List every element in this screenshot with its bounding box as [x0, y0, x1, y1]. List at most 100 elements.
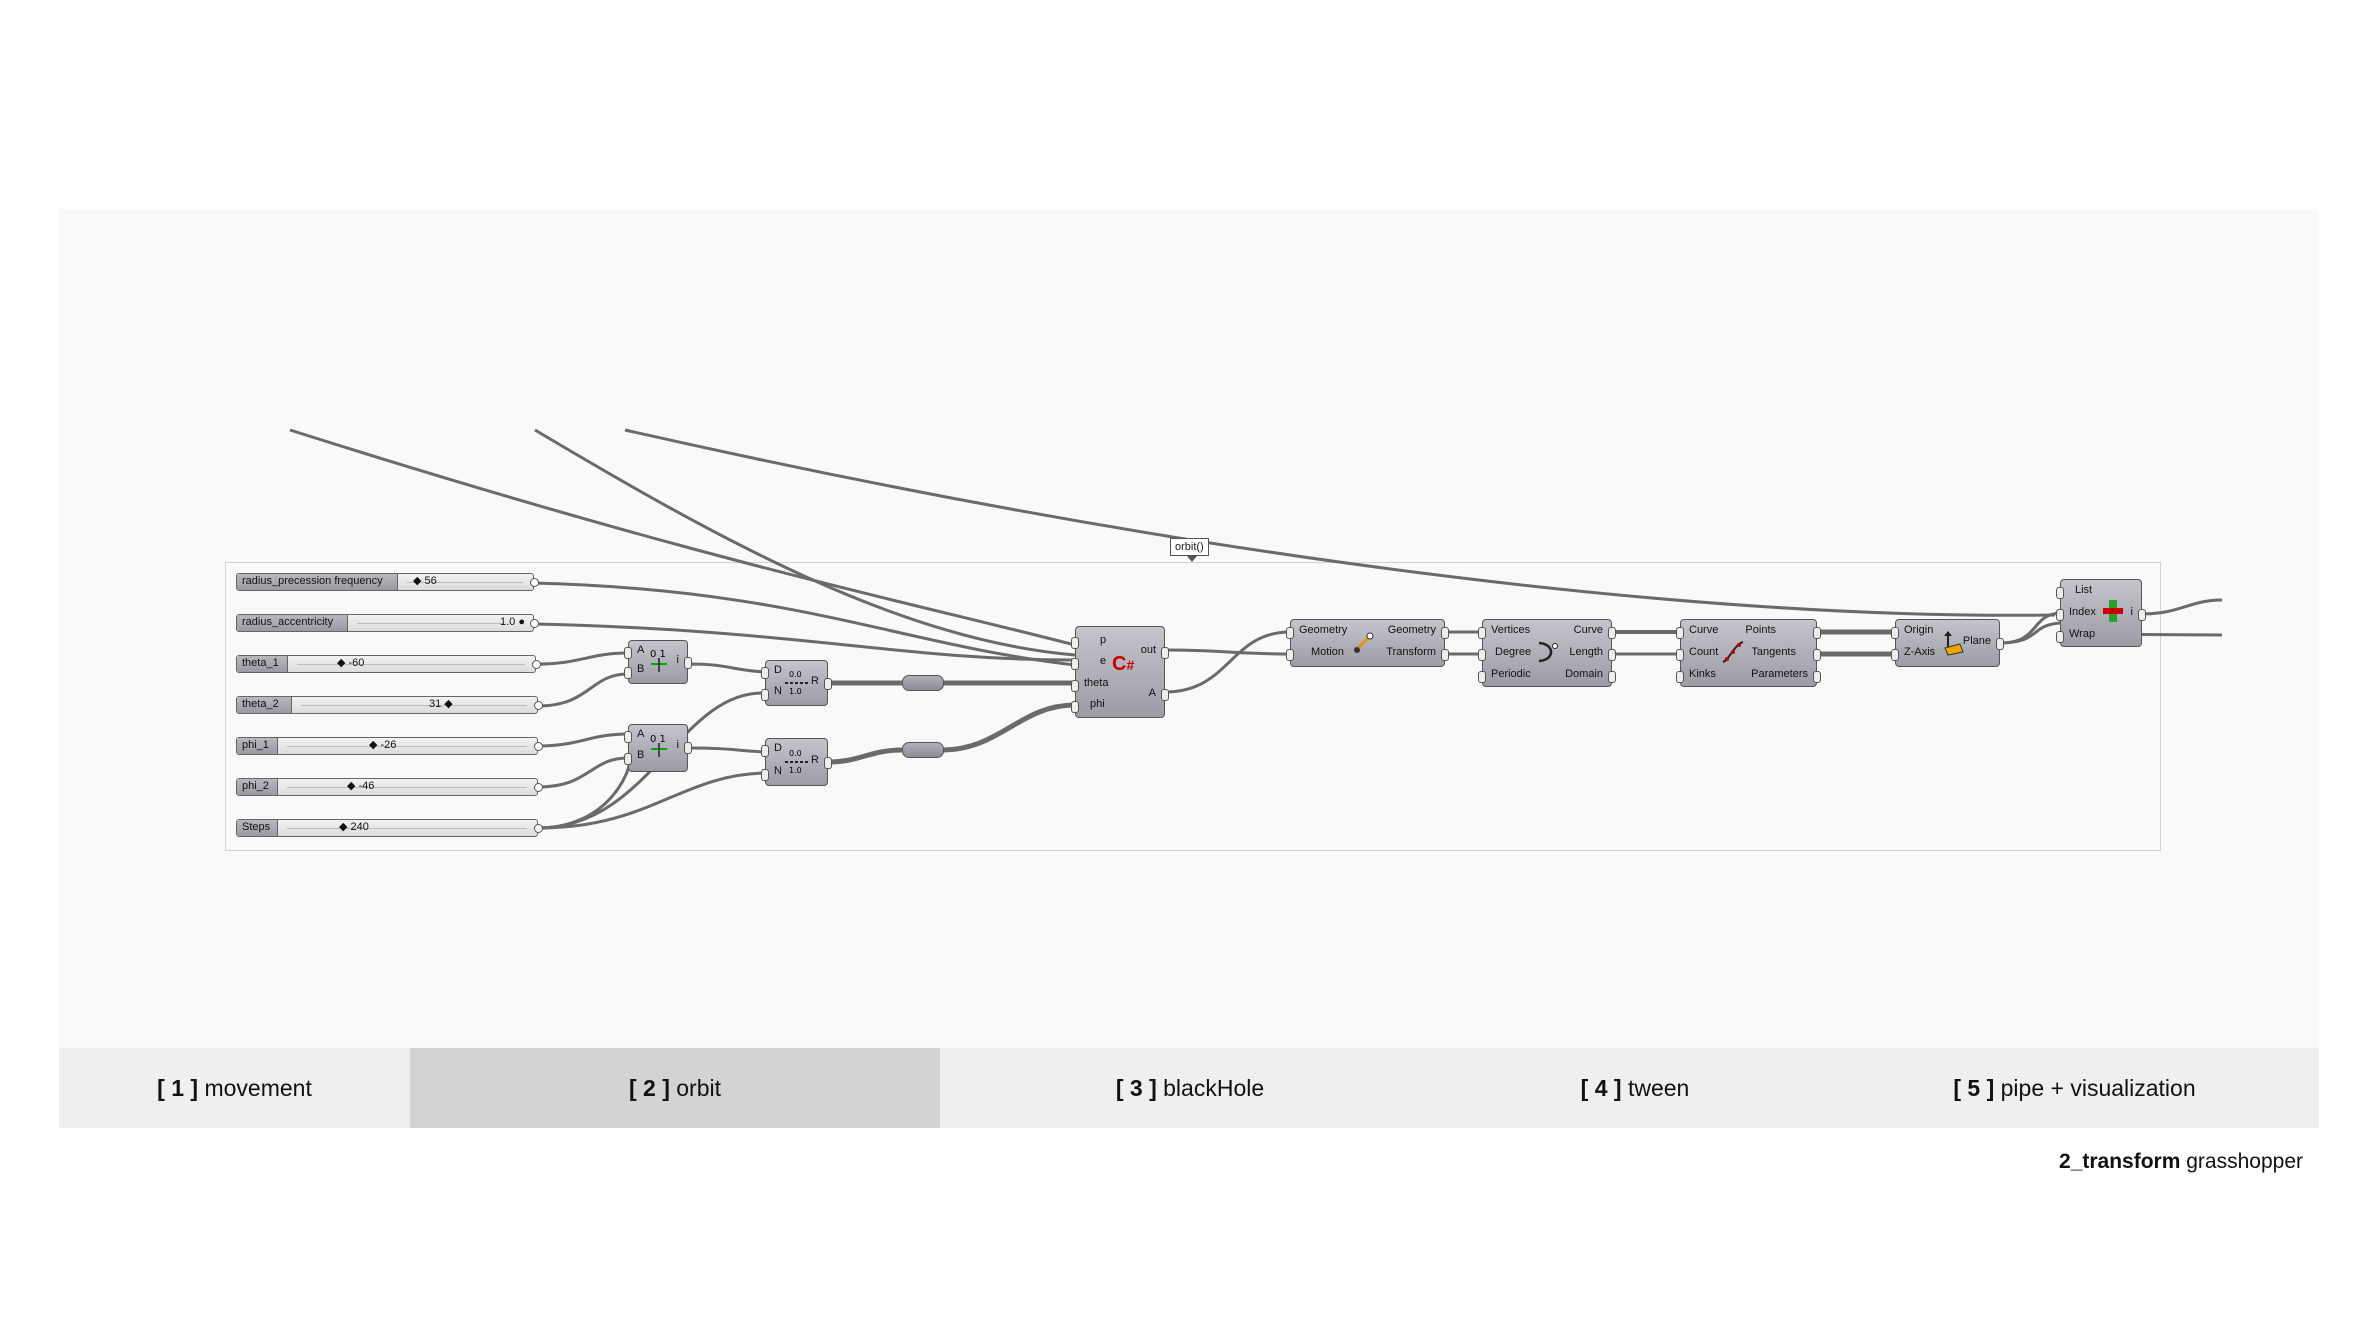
slider-value[interactable]: 31 ◆: [429, 698, 453, 710]
output-grip[interactable]: [1161, 647, 1169, 659]
group-label[interactable]: orbit(): [1170, 538, 1209, 562]
output-grip[interactable]: [1996, 638, 2004, 650]
input-grip[interactable]: [1891, 627, 1899, 639]
tab-blackhole[interactable]: [ 3 ] blackHole: [940, 1048, 1440, 1128]
slider-value[interactable]: ◆ -60: [337, 657, 365, 669]
tab-pipe-visualization[interactable]: [ 5 ] pipe + visualization: [1830, 1048, 2319, 1128]
tab-number: [ 3 ]: [1115, 1075, 1157, 1101]
input-grip[interactable]: [624, 753, 632, 765]
output-grip[interactable]: [1441, 627, 1449, 639]
input-grip[interactable]: [1676, 649, 1684, 661]
output-grip[interactable]: [684, 657, 692, 669]
input-grip[interactable]: [624, 647, 632, 659]
slider-value[interactable]: ◆ 240: [339, 821, 369, 833]
input-grip[interactable]: [1478, 671, 1486, 683]
output-grip[interactable]: [1441, 649, 1449, 661]
slider-value[interactable]: ◆ -46: [347, 780, 375, 792]
input-grip[interactable]: [1071, 658, 1079, 670]
slider-value[interactable]: ◆ -26: [369, 739, 397, 751]
output-grip[interactable]: [1608, 627, 1616, 639]
output-grip[interactable]: [2138, 609, 2146, 621]
tab-label: pipe + visualization: [2000, 1075, 2196, 1101]
slider-radius-precession-frequency[interactable]: radius_precession frequency ◆ 56: [236, 573, 539, 591]
tab-orbit[interactable]: [ 2 ] orbit: [410, 1048, 940, 1128]
output-grip[interactable]: [534, 701, 543, 710]
tab-tween[interactable]: [ 4 ] tween: [1440, 1048, 1830, 1128]
input-grip[interactable]: [2056, 609, 2064, 621]
output-grip[interactable]: [1813, 649, 1821, 661]
input-grip[interactable]: [624, 667, 632, 679]
slider-theta-2[interactable]: theta_2 31 ◆: [236, 696, 543, 714]
transform-component[interactable]: Geometry Motion Geometry Transform: [1286, 619, 1449, 667]
port-n: N: [774, 685, 782, 697]
interpolate-curve-component[interactable]: Vertices Degree Periodic Curve Length Do…: [1478, 619, 1616, 687]
input-grip[interactable]: [1478, 627, 1486, 639]
input-grip[interactable]: [1891, 649, 1899, 661]
slider-phi-1[interactable]: phi_1 ◆ -26: [236, 737, 543, 755]
divide-curve-component[interactable]: Curve Count Kinks Points Tangents Parame…: [1676, 619, 1821, 687]
input-grip[interactable]: [761, 667, 769, 679]
input-grip[interactable]: [1676, 627, 1684, 639]
csharp-icon: C#: [1112, 653, 1135, 675]
output-grip[interactable]: [824, 678, 832, 690]
tab-label: blackHole: [1163, 1075, 1265, 1101]
slider-steps[interactable]: Steps ◆ 240: [236, 819, 543, 837]
input-grip[interactable]: [761, 769, 769, 781]
input-grip[interactable]: [761, 689, 769, 701]
subtraction-icon: 0 1: [649, 646, 669, 679]
port-a: A: [637, 728, 645, 740]
output-grip[interactable]: [1161, 689, 1169, 701]
slider-label: phi_2: [237, 779, 278, 795]
svg-text:0.0: 0.0: [789, 670, 802, 679]
port-length: Length: [1569, 646, 1603, 658]
tab-number: [ 4 ]: [1580, 1075, 1622, 1101]
output-grip[interactable]: [534, 783, 543, 792]
input-grip[interactable]: [2056, 631, 2064, 643]
slider-track: [287, 746, 527, 747]
output-grip[interactable]: [530, 578, 539, 587]
section-tab-bar: [ 1 ] movement [ 2 ] orbit [ 3 ] blackHo…: [59, 1048, 2319, 1128]
list-item-component[interactable]: List Index Wrap i: [2056, 579, 2146, 647]
footer-title: 2_transform grasshopper: [2059, 1150, 2303, 1174]
port-plane: Plane: [1962, 635, 1991, 647]
curve-icon: [1535, 640, 1559, 667]
input-grip[interactable]: [2056, 587, 2064, 599]
input-grip[interactable]: [761, 745, 769, 757]
port-parameters: Parameters: [1751, 668, 1808, 680]
tab-movement[interactable]: [ 1 ] movement: [59, 1048, 410, 1128]
slider-value[interactable]: ◆ 56: [413, 575, 437, 587]
output-grip[interactable]: [532, 660, 541, 669]
output-grip[interactable]: [530, 619, 539, 628]
relay-2[interactable]: [902, 742, 944, 758]
output-grip[interactable]: [1608, 671, 1616, 683]
input-grip[interactable]: [1478, 649, 1486, 661]
output-grip[interactable]: [1813, 671, 1821, 683]
input-grip[interactable]: [624, 731, 632, 743]
csharp-script-component[interactable]: p e theta phi C# out A: [1071, 626, 1169, 718]
slider-radius-accentricity[interactable]: radius_accentricity 1.0 ●: [236, 614, 539, 632]
slider-theta-1[interactable]: theta_1 ◆ -60: [236, 655, 541, 673]
input-grip[interactable]: [1071, 701, 1079, 713]
slider-value[interactable]: 1.0 ●: [500, 616, 525, 628]
output-grip[interactable]: [1813, 627, 1821, 639]
output-grip[interactable]: [824, 757, 832, 769]
output-grip[interactable]: [684, 742, 692, 754]
plane-normal-component[interactable]: Origin Z-Axis Plane: [1891, 619, 2004, 667]
port-vertices: Vertices: [1491, 624, 1531, 636]
port-list: List: [2075, 584, 2093, 596]
slider-phi-2[interactable]: phi_2 ◆ -46: [236, 778, 543, 796]
input-grip[interactable]: [1286, 627, 1294, 639]
output-grip[interactable]: [1608, 649, 1616, 661]
port-count: Count: [1689, 646, 1719, 658]
subtraction-component-1[interactable]: A B 0 1 i: [624, 640, 692, 684]
input-grip[interactable]: [1071, 637, 1079, 649]
input-grip[interactable]: [1676, 671, 1684, 683]
input-grip[interactable]: [1071, 680, 1079, 692]
output-grip[interactable]: [534, 742, 543, 751]
relay-1[interactable]: [902, 675, 944, 691]
input-grip[interactable]: [1286, 649, 1294, 661]
output-grip[interactable]: [534, 824, 543, 833]
subtraction-component-2[interactable]: A B 0 1 i: [624, 724, 692, 772]
